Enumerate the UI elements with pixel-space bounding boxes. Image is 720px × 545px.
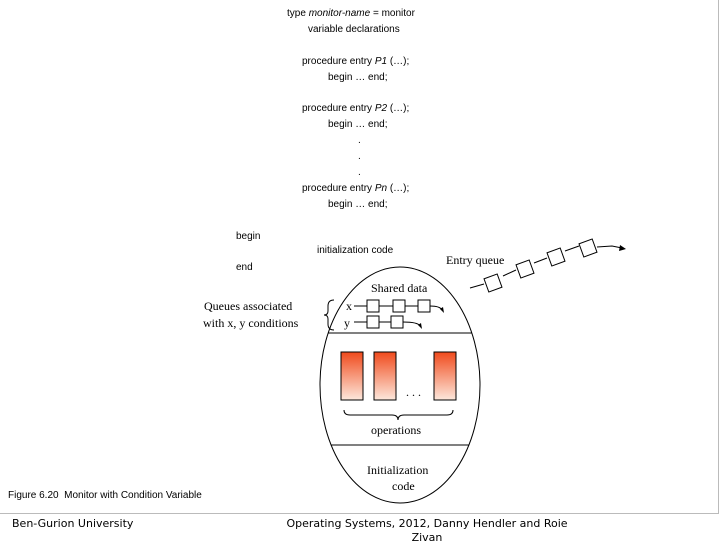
procedure-p1-body: begin … end;	[328, 72, 388, 83]
operation-box	[433, 351, 457, 401]
end-keyword: end	[236, 262, 253, 273]
queue-process-box	[483, 273, 503, 293]
entry-queue-label: Entry queue	[446, 253, 504, 267]
queue-process-box	[578, 238, 598, 258]
procedure-p1: procedure entry P1 (…);	[302, 56, 410, 67]
procedure-p2: procedure entry P2 (…);	[302, 103, 410, 114]
condition-x-queue	[354, 299, 444, 313]
condition-y-label: y	[344, 316, 350, 330]
queue-process-box	[392, 299, 406, 313]
procedure-pn-body: begin … end;	[328, 199, 388, 210]
procedure-pn: procedure entry Pn (…);	[302, 183, 410, 194]
footer-university: Ben-Gurion University	[12, 517, 134, 530]
slide-frame	[0, 0, 719, 514]
continuation-dot: .	[358, 151, 361, 162]
begin-keyword: begin	[236, 231, 261, 242]
operation-box	[340, 351, 364, 401]
operations-ellipsis: . . .	[406, 385, 421, 399]
initialization-code-label: initialization code	[317, 245, 394, 256]
shared-data-label: Shared data	[371, 281, 428, 295]
operation-box	[373, 351, 397, 401]
queue-process-box	[515, 259, 535, 279]
initialization-label-line1: Initialization	[367, 463, 428, 477]
condition-y-queue	[354, 315, 422, 329]
monitor-name: monitor-name	[308, 8, 371, 19]
condition-x-label: x	[346, 299, 352, 313]
entry-queue	[469, 238, 626, 293]
footer-course: Operating Systems, 2012, Danny Hendler a…	[262, 517, 592, 545]
queue-process-box	[366, 315, 380, 329]
monitor-oval	[319, 266, 481, 504]
queue-process-box	[390, 315, 404, 329]
queue-process-box	[417, 299, 431, 313]
operations-brace	[343, 409, 454, 421]
queues-brace	[323, 299, 335, 331]
variable-declarations: variable declarations	[308, 24, 400, 35]
footer-course-line2: Zivan	[411, 531, 443, 544]
monitor-type-line: type monitor-name = monitor	[287, 8, 415, 19]
queues-label-line2: with x, y conditions	[203, 316, 299, 330]
procedure-p2-body: begin … end;	[328, 119, 388, 130]
continuation-dot: .	[358, 135, 361, 146]
operations-label: operations	[371, 423, 421, 437]
initialization-label-line2: code	[392, 479, 415, 493]
queues-label-line1: Queues associated	[204, 299, 292, 313]
continuation-dot: .	[358, 167, 361, 178]
queue-process-box	[366, 299, 380, 313]
queue-process-box	[546, 247, 566, 267]
figure-caption: Figure 6.20 Monitor with Condition Varia…	[8, 490, 202, 501]
footer-course-line1: Operating Systems, 2012, Danny Hendler a…	[286, 517, 568, 530]
